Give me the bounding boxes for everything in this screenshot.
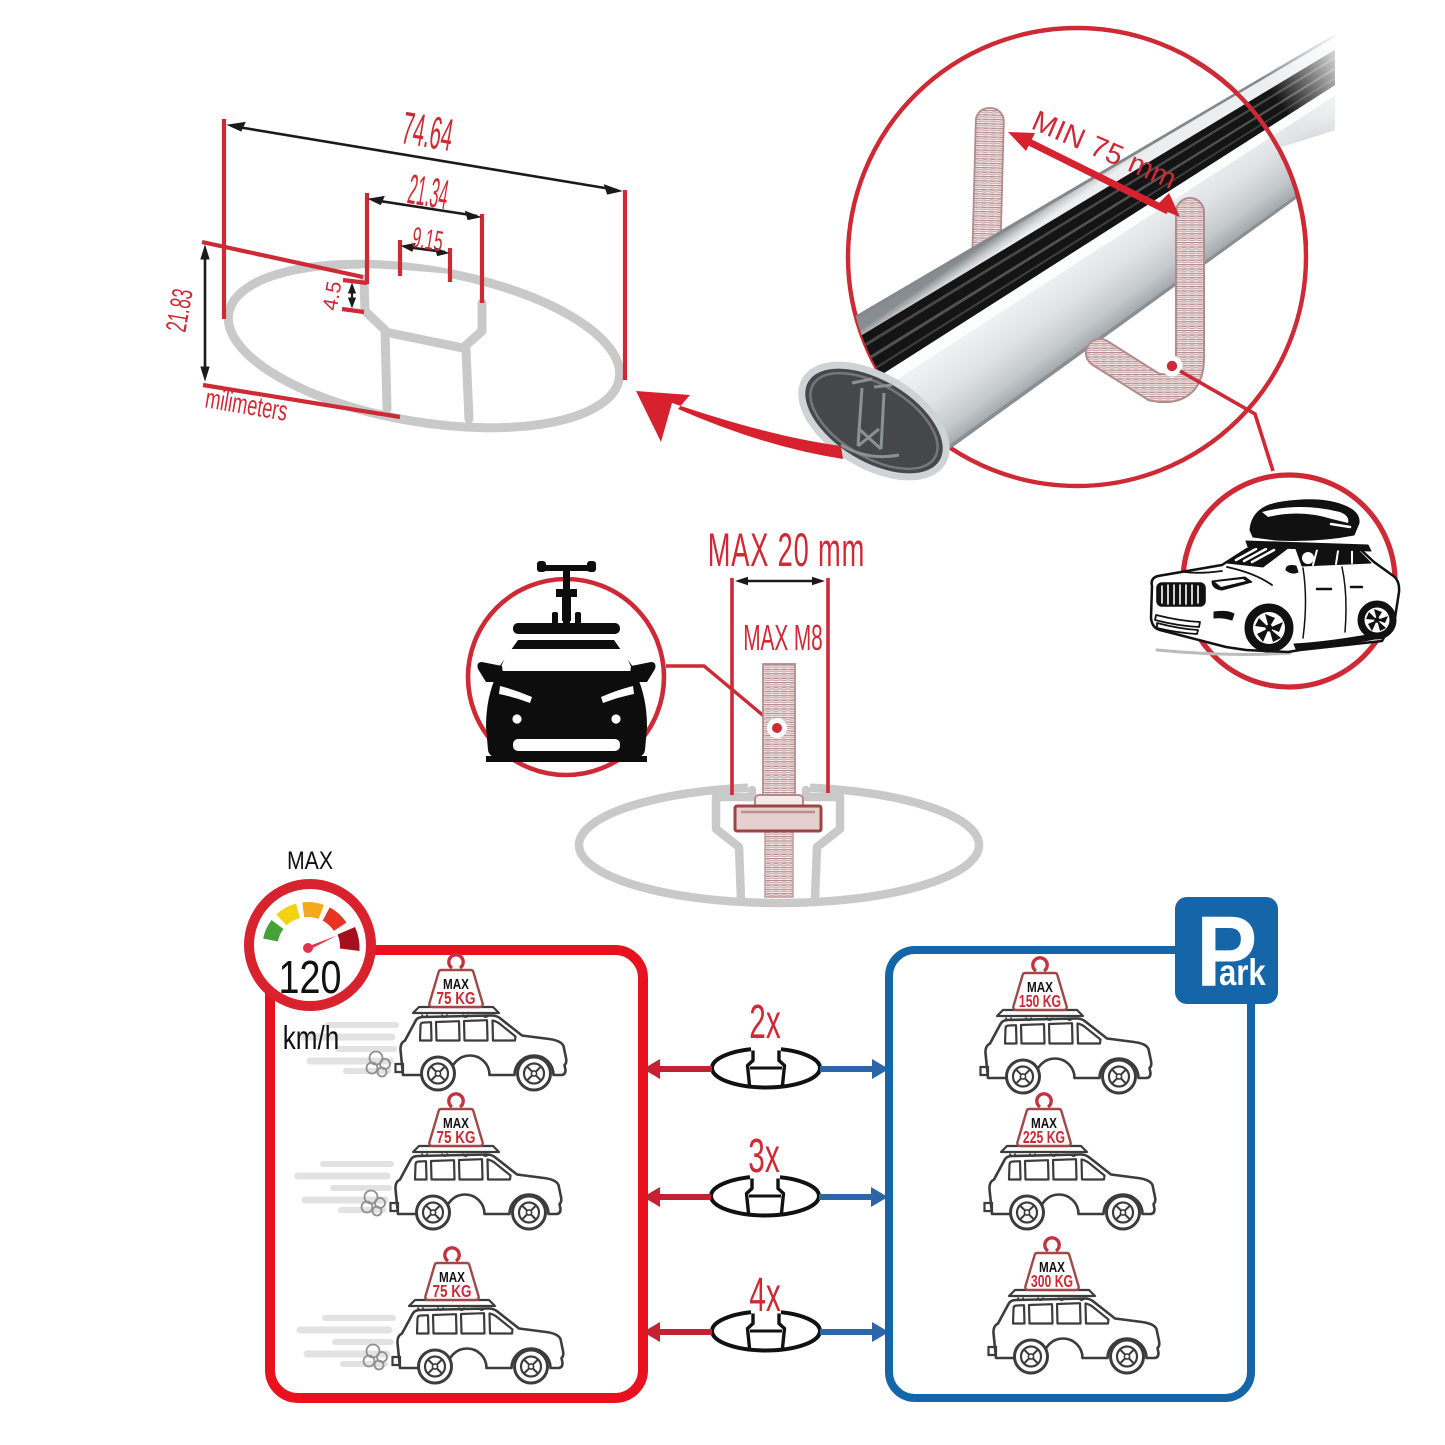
svg-text:75 KG: 75 KG	[437, 1128, 476, 1147]
svg-text:MAX 20 mm: MAX 20 mm	[708, 524, 865, 577]
svg-text:MAX: MAX	[1027, 979, 1053, 996]
svg-text:21.34: 21.34	[405, 165, 452, 219]
svg-text:9.15: 9.15	[410, 221, 446, 258]
svg-text:4.5: 4.5	[319, 279, 347, 312]
svg-text:MAX: MAX	[287, 846, 333, 874]
svg-text:MAX M8: MAX M8	[743, 618, 822, 658]
svg-text:MAX: MAX	[443, 1115, 469, 1132]
svg-text:150 KG: 150 KG	[1019, 992, 1061, 1012]
svg-text:MAX: MAX	[443, 976, 469, 993]
svg-text:MAX: MAX	[1039, 1259, 1065, 1276]
svg-text:300 KG: 300 KG	[1031, 1272, 1073, 1292]
svg-text:225 KG: 225 KG	[1023, 1128, 1065, 1148]
svg-text:3x: 3x	[748, 1130, 779, 1183]
svg-text:120: 120	[279, 951, 342, 1002]
svg-text:2x: 2x	[749, 996, 780, 1049]
svg-text:4x: 4x	[749, 1269, 780, 1322]
svg-text:75 KG: 75 KG	[433, 1282, 472, 1301]
svg-text:21.83: 21.83	[160, 286, 200, 334]
svg-text:74.64: 74.64	[398, 102, 456, 161]
svg-text:MAX: MAX	[439, 1269, 465, 1286]
svg-text:km/h: km/h	[283, 1020, 339, 1057]
svg-text:P: P	[1196, 896, 1257, 1007]
svg-text:ark: ark	[1219, 953, 1267, 994]
svg-text:75 KG: 75 KG	[437, 989, 476, 1008]
svg-text:MAX: MAX	[1031, 1115, 1057, 1132]
